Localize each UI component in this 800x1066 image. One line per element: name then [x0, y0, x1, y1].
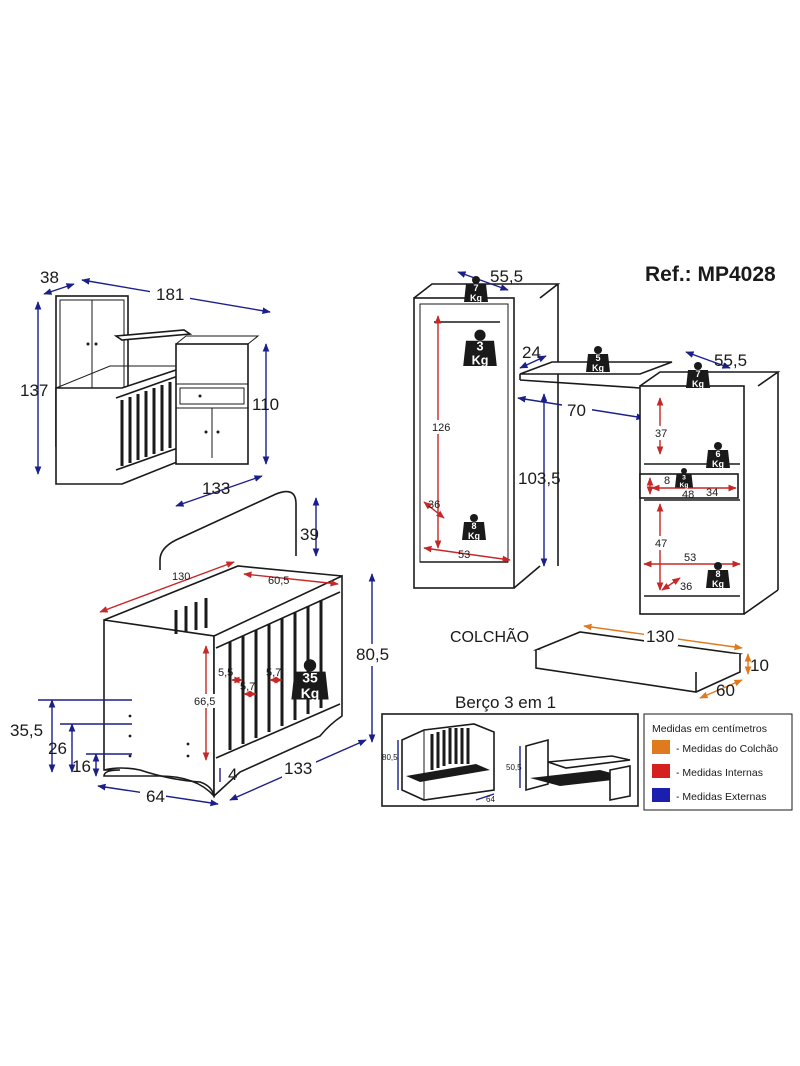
comp-height-label: 137: [20, 381, 48, 400]
svg-text:Kg: Kg: [712, 459, 724, 469]
reference-code: Ref.: MP4028: [645, 263, 776, 286]
svg-text:5: 5: [595, 353, 600, 363]
mattress-drawing: COLCHÃO 130 10 60: [450, 623, 769, 700]
mattress-length: 130: [646, 627, 674, 646]
side-cabinet-drawing: 55,5 37 8 48 34 47 53 36 7 Kg 6 Kg 3 Kg …: [639, 351, 781, 615]
crib-drawing: 39 130 60,5 66,5 5,5 5,7 5,7 80,5 35,5 2…: [10, 490, 392, 807]
wardrobe-inner-width: 53: [458, 549, 470, 561]
weight-icon: 35 Kg: [291, 659, 329, 701]
cabinet-inner-depth: 36: [680, 581, 692, 593]
weight-icon: 3 Kg: [675, 468, 693, 489]
svg-text:Kg: Kg: [592, 363, 604, 373]
legend-mattress: - Medidas do Colchão: [676, 743, 778, 755]
drawer-width-1: 48: [682, 489, 694, 501]
shelf-drawing: 24 70 5 Kg: [517, 343, 673, 421]
legend-internal: - Medidas Internas: [676, 767, 763, 779]
convertible-title: Berço 3 em 1: [455, 693, 556, 712]
weight-icon: 8 Kg: [462, 514, 486, 541]
wardrobe-height-label: 103,5: [518, 469, 561, 488]
crib-outer-height: 80,5: [356, 645, 389, 664]
wardrobe-inner-bottom: 36: [428, 499, 440, 511]
crib-inner-height: 66,5: [194, 696, 215, 708]
svg-text:Kg: Kg: [712, 579, 724, 589]
crib-outer-length: 133: [284, 759, 312, 778]
weight-icon: 7 Kg: [464, 276, 488, 303]
crib-inner-length: 130: [172, 571, 190, 583]
cabinet-depth-label: 55,5: [714, 351, 747, 370]
drawer-width-2: 34: [706, 487, 718, 499]
weight-icon: 5 Kg: [586, 346, 610, 373]
svg-text:6: 6: [715, 449, 720, 459]
convertible-height-1: 80,5: [382, 753, 398, 762]
leg-height-26: 26: [48, 739, 67, 758]
convertible-width: 64: [486, 795, 495, 804]
comp-depth-label: 38: [40, 268, 59, 287]
svg-text:Kg: Kg: [680, 482, 689, 489]
comp-width-label: 181: [156, 285, 184, 304]
svg-text:Kg: Kg: [468, 531, 480, 541]
wardrobe-drawing: 55,5 126 36 53 103,5 7 Kg 3 Kg 8 Kg: [413, 267, 561, 589]
weight-icon: 8 Kg: [706, 562, 730, 589]
shelf-depth-label: 24: [522, 343, 541, 362]
legend-swatch-external: [652, 788, 670, 802]
svg-text:Kg: Kg: [692, 379, 704, 389]
hanger-weight-icon: 3 Kg: [463, 329, 497, 368]
mattress-label: COLCHÃO: [450, 626, 529, 646]
convertible-height-2: 50,5: [506, 763, 522, 772]
legend-external: - Medidas Externas: [676, 791, 766, 803]
drawer-height: 8: [664, 475, 670, 487]
leg-height-35: 35,5: [10, 721, 43, 740]
svg-text:Kg: Kg: [301, 685, 320, 701]
composition-overview: 38 181 137 110 133: [20, 268, 279, 507]
legend: Medidas em centímetros - Medidas do Colc…: [643, 713, 793, 811]
mattress-width: 60: [716, 681, 735, 700]
slat-gap-1: 5,5: [218, 667, 233, 679]
svg-text:7: 7: [695, 369, 700, 379]
crib-foot: 4: [228, 765, 237, 784]
slat-gap-3: 5,7: [266, 667, 281, 679]
crib-outer-width: 64: [146, 787, 165, 806]
mattress-height: 10: [750, 656, 769, 675]
svg-text:3: 3: [476, 340, 483, 354]
wardrobe-depth-label: 55,5: [490, 267, 523, 286]
svg-text:8: 8: [715, 569, 720, 579]
legend-title: Medidas em centímetros: [652, 723, 767, 735]
weight-icon: 7 Kg: [686, 362, 710, 389]
cabinet-inner-width: 53: [684, 552, 696, 564]
leg-height-16: 16: [72, 757, 91, 776]
svg-text:35: 35: [302, 669, 318, 685]
crib-inner-width: 60,5: [268, 575, 289, 587]
legend-swatch-internal: [652, 764, 670, 778]
shelf-width-label: 70: [567, 401, 586, 420]
slat-gap-2: 5,7: [240, 681, 255, 693]
cabinet-inner-lower: 47: [655, 538, 667, 550]
convertible-box: Berço 3 em 1 80,5 64 50,5: [381, 693, 639, 807]
weight-icon: 6 Kg: [706, 442, 730, 469]
svg-text:8: 8: [471, 521, 476, 531]
wardrobe-inner-height: 126: [432, 422, 450, 434]
crib-top-height: 39: [300, 525, 319, 544]
comp-length-label: 133: [202, 479, 230, 498]
cabinet-inner-top: 37: [655, 428, 667, 440]
legend-swatch-mattress: [652, 740, 670, 754]
svg-text:7: 7: [473, 283, 478, 293]
svg-text:Kg: Kg: [472, 354, 489, 368]
svg-text:Kg: Kg: [470, 293, 482, 303]
comp-height-right-label: 110: [252, 395, 279, 414]
svg-text:3: 3: [682, 474, 686, 481]
